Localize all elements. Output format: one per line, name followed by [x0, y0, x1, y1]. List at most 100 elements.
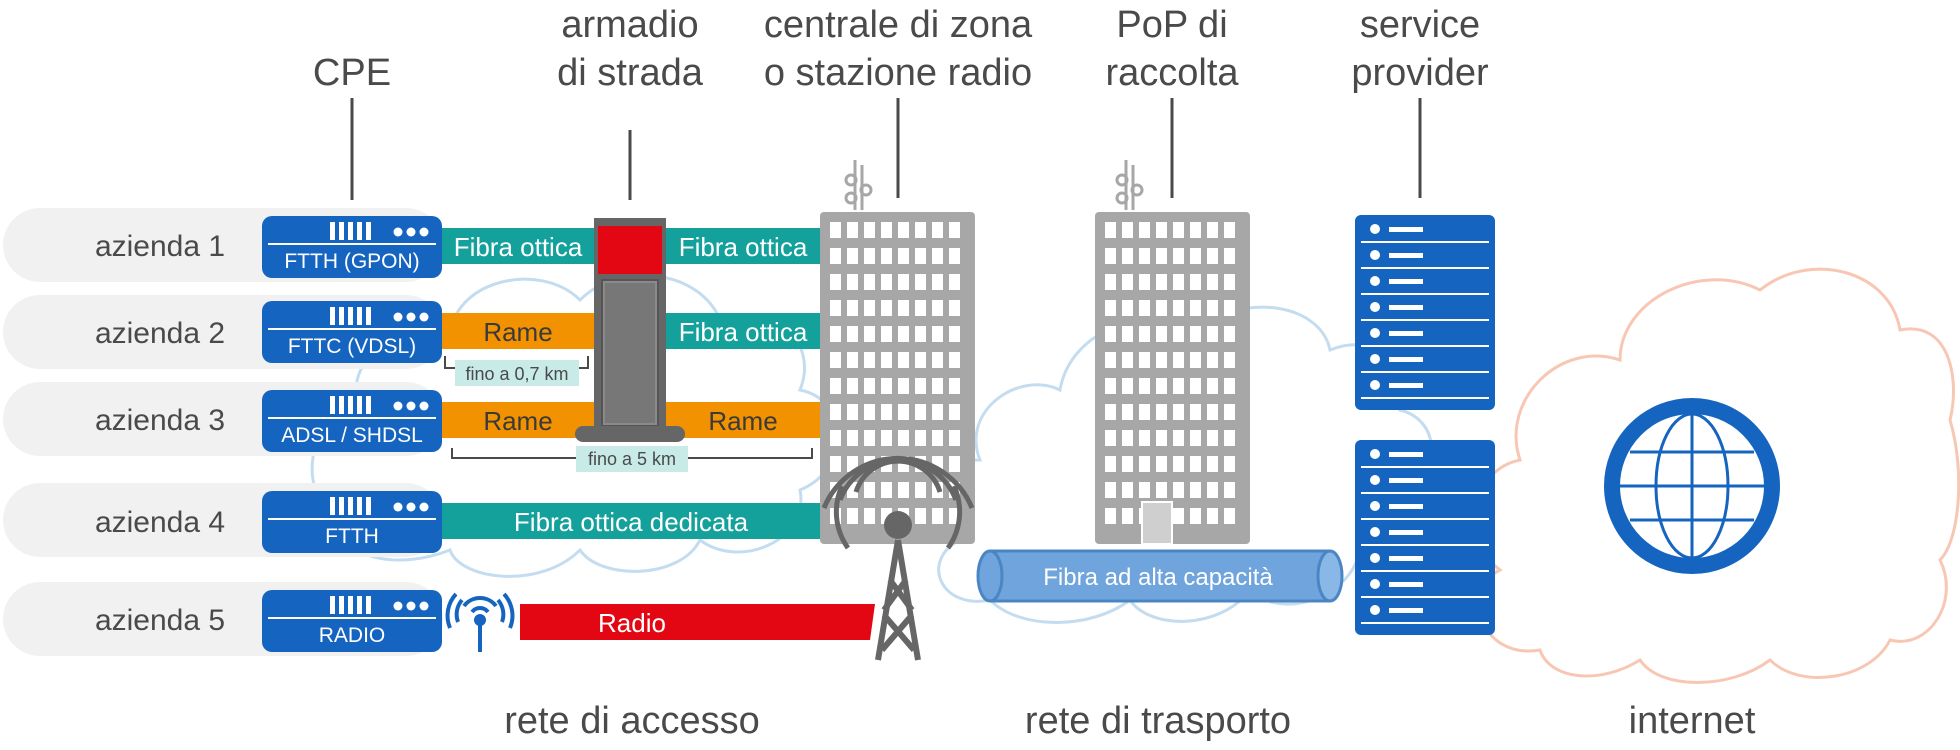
- server-led: [1370, 553, 1380, 563]
- building-window: [932, 300, 943, 316]
- transport-network-label: rete di trasporto: [1025, 700, 1291, 742]
- building-window: [830, 300, 841, 316]
- building-window: [1105, 456, 1116, 472]
- building-window: [1122, 456, 1133, 472]
- building-window: [949, 508, 960, 524]
- building-window: [1224, 326, 1235, 342]
- building-window: [932, 222, 943, 238]
- building-window: [864, 482, 875, 498]
- building-window: [1173, 508, 1184, 524]
- building-window: [1156, 378, 1167, 394]
- row2-copper-band: [440, 313, 600, 349]
- building-window: [1190, 378, 1201, 394]
- building-window: [1122, 274, 1133, 290]
- building-window: [864, 378, 875, 394]
- server-slot: [1389, 227, 1423, 232]
- high-capacity-fiber-label: Fibra ad alta capacità: [1043, 564, 1273, 591]
- row5-radio-label: Radio: [598, 608, 666, 638]
- building-window: [1122, 222, 1133, 238]
- row1-fiber-label-left: Fibra ottica: [454, 232, 583, 262]
- cpe-port: [330, 497, 335, 515]
- server-slot: [1389, 452, 1423, 457]
- building-window: [1105, 248, 1116, 264]
- row2-fiber-label: Fibra ottica: [679, 317, 808, 347]
- cpe-port: [348, 596, 353, 614]
- building-window: [1173, 326, 1184, 342]
- building-window: [864, 508, 875, 524]
- central-office-header-line1: centrale di zona: [764, 4, 1033, 46]
- cpe-device-label: FTTC (VDSL): [288, 335, 416, 358]
- row2-fiber-band: [660, 313, 822, 349]
- building-window: [932, 508, 943, 524]
- server-slot: [1389, 383, 1423, 388]
- building-window: [1173, 378, 1184, 394]
- row1-fiber-label-right: Fibra ottica: [679, 232, 808, 262]
- cpe-header: CPE: [313, 52, 391, 94]
- building-window: [1156, 456, 1167, 472]
- building-window: [1224, 222, 1235, 238]
- cpe-led: [406, 227, 416, 237]
- distance-long-label: fino a 5 km: [588, 449, 676, 469]
- building-window: [1122, 404, 1133, 420]
- building-window: [847, 456, 858, 472]
- server-led: [1370, 527, 1380, 537]
- server-led: [1370, 276, 1380, 286]
- internet-label: internet: [1629, 700, 1756, 742]
- building-window: [830, 378, 841, 394]
- cpe-led: [406, 401, 416, 411]
- building-window: [1207, 300, 1218, 316]
- building-window: [1139, 326, 1150, 342]
- server-led: [1370, 302, 1380, 312]
- cpe-led: [419, 601, 429, 611]
- building-window: [1190, 274, 1201, 290]
- row3-copper-label-left: Rame: [483, 406, 552, 436]
- pop-door: [1141, 501, 1173, 545]
- building-window: [898, 326, 909, 342]
- cpe-led: [406, 312, 416, 322]
- cpe-port: [339, 596, 344, 614]
- building-window: [1156, 404, 1167, 420]
- building-window: [1156, 222, 1167, 238]
- server-rack-bottom: [1355, 440, 1495, 635]
- building-window: [1207, 274, 1218, 290]
- building-window: [881, 352, 892, 368]
- server-slot: [1389, 608, 1423, 613]
- cpe-port: [339, 222, 344, 240]
- cpe-port: [366, 307, 371, 325]
- cpe-port: [357, 497, 362, 515]
- building-window: [1139, 404, 1150, 420]
- building-window: [830, 222, 841, 238]
- company-2-label: azienda 2: [95, 317, 225, 350]
- cpe-device-5: RADIO: [262, 590, 442, 652]
- building-window: [1156, 482, 1167, 498]
- building-window: [1105, 508, 1116, 524]
- pop-antenna: [1115, 160, 1144, 210]
- building-window: [1105, 326, 1116, 342]
- radio-antenna-icon: [444, 586, 516, 658]
- building-window: [881, 300, 892, 316]
- building-window: [1139, 222, 1150, 238]
- service-provider-header-line1: service: [1360, 4, 1480, 46]
- building-window: [1105, 274, 1116, 290]
- building-window: [898, 482, 909, 498]
- building-window: [847, 326, 858, 342]
- pop-building: [1095, 160, 1250, 545]
- building-window: [1139, 378, 1150, 394]
- server-slot: [1389, 556, 1423, 561]
- building-window: [1224, 248, 1235, 264]
- building-window: [1224, 508, 1235, 524]
- building-window: [1207, 326, 1218, 342]
- building-window: [915, 378, 926, 394]
- building-window: [932, 378, 943, 394]
- building-window: [932, 404, 943, 420]
- cpe-device-label: RADIO: [319, 624, 386, 647]
- cpe-led: [393, 227, 403, 237]
- building-window: [949, 352, 960, 368]
- building-window: [1173, 404, 1184, 420]
- building-window: [1139, 274, 1150, 290]
- server-led: [1370, 380, 1380, 390]
- building-window: [881, 404, 892, 420]
- access-network-label: rete di accesso: [504, 700, 760, 742]
- building-window: [1122, 430, 1133, 446]
